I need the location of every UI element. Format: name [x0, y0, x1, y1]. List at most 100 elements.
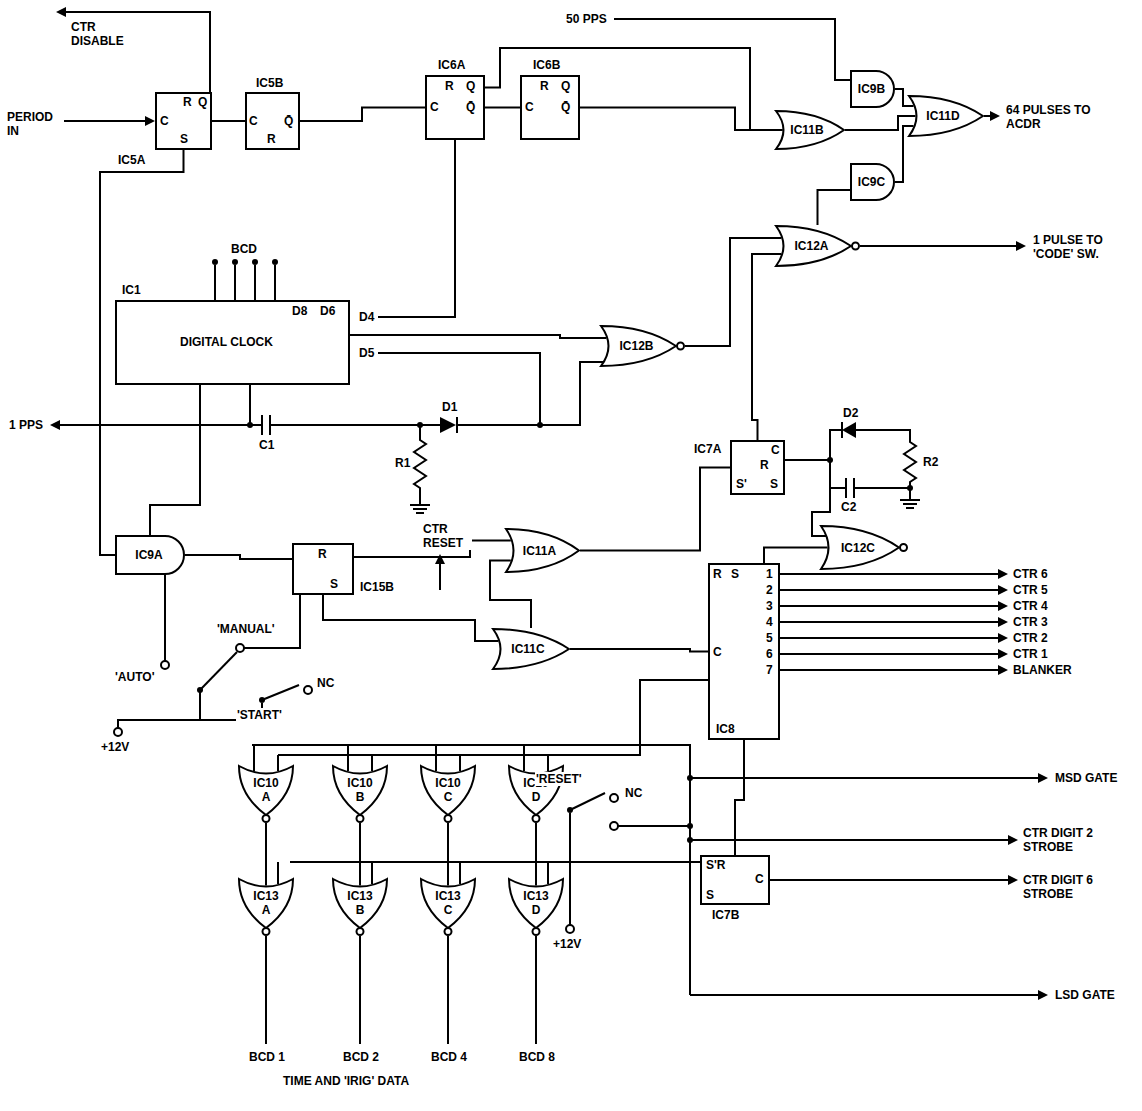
gate-label-box: IC13 A	[238, 886, 294, 920]
connector-line	[764, 548, 828, 564]
pin-label: DIGITAL CLOCK	[180, 335, 273, 349]
logic-gate: IC11B	[775, 110, 845, 150]
gate-name: IC9B	[858, 82, 885, 96]
arrowhead	[56, 7, 66, 17]
signal-label: C2	[840, 500, 857, 514]
switch-lever	[200, 652, 237, 690]
logic-gate: IC10 A	[238, 765, 294, 823]
wire	[439, 562, 441, 590]
pin-label: R	[183, 95, 192, 109]
wire	[770, 879, 1010, 881]
connector-line	[265, 823, 267, 886]
signal-label: CTR 1	[1012, 647, 1049, 661]
signal-label: R1	[394, 456, 411, 470]
pin-label: 6	[766, 647, 773, 661]
switch-pivot	[197, 687, 203, 693]
arrowhead	[998, 569, 1008, 579]
logic-gate: IC11D	[908, 95, 984, 137]
inversion-bubble	[263, 815, 270, 822]
signal-label: D1	[441, 400, 458, 414]
signal-label: BCD	[230, 242, 258, 256]
nor-gate-symbol	[239, 879, 293, 928]
signal-label: 1 PULSE TO 'CODE' SW.	[1032, 233, 1139, 261]
pin-label: D8	[292, 304, 307, 318]
gate-label-box: IC13 C	[420, 886, 476, 920]
wire	[690, 777, 1040, 779]
connector-line	[212, 120, 245, 122]
arrowhead	[1008, 835, 1018, 845]
gate-label-box: IC9B	[852, 70, 891, 108]
arrowhead	[1016, 241, 1026, 251]
pin-label: 4	[766, 615, 773, 629]
signal-label: BCD 8	[518, 1050, 556, 1064]
pin-label: S	[770, 477, 778, 491]
wire	[457, 362, 604, 433]
wire	[252, 745, 690, 995]
connector	[185, 555, 292, 559]
chip-name: IC6B	[533, 58, 560, 72]
connector-line	[818, 190, 851, 225]
diode-symbol	[440, 417, 456, 433]
or-gate-symbol	[909, 96, 983, 136]
wire	[785, 430, 842, 460]
gate-label-box: IC13 D	[508, 886, 564, 920]
gate-name: IC11D	[926, 109, 959, 123]
pin-label: 1	[766, 567, 773, 581]
inversion-bubble	[900, 544, 907, 551]
gate-label-box: IC12A	[781, 225, 842, 267]
connector	[752, 254, 781, 440]
signal-label: CTR DIGIT 6 STROBE	[1022, 873, 1134, 901]
signal-label: CTR 5	[1012, 583, 1049, 597]
chip-name: IC7A	[694, 442, 721, 456]
wire	[164, 575, 166, 661]
signal-label: BCD 2	[342, 1050, 380, 1064]
signal-label: R2	[922, 455, 939, 469]
gate-name: IC11B	[790, 123, 823, 137]
gate-name: IC12B	[619, 339, 653, 353]
connector	[818, 190, 851, 225]
or-gate-symbol	[776, 111, 844, 149]
connector-line	[752, 254, 781, 440]
signal-label: BLANKER	[1012, 663, 1073, 677]
connector-line	[359, 823, 361, 886]
signal-label: BCD 1	[248, 1050, 286, 1064]
nor-gate-symbol	[776, 226, 851, 266]
inversion-bubble	[445, 928, 452, 935]
signal-label: CTR 6	[1012, 567, 1049, 581]
connector-line	[100, 150, 184, 555]
switch-lever	[570, 793, 605, 810]
signal-label: +12V	[100, 740, 130, 754]
pin-label: 5	[766, 631, 773, 645]
nor-gate-symbol	[821, 526, 899, 569]
connector	[323, 595, 498, 641]
nor-gate-symbol	[421, 879, 475, 928]
pin-label: S	[180, 132, 188, 146]
pin-label: C	[249, 114, 258, 128]
connector-line	[350, 335, 606, 338]
arrowhead	[435, 554, 445, 564]
gate-label-box: IC13 B	[332, 886, 388, 920]
pin-label: R	[760, 458, 769, 472]
pin-label: S	[731, 567, 739, 581]
connector	[485, 48, 783, 130]
signal-label: CTR 2	[1012, 631, 1049, 645]
wire	[266, 936, 536, 1044]
pin-label: C	[713, 645, 722, 659]
signal-label: BCD 4	[430, 1050, 468, 1064]
pin-label: S'	[736, 477, 747, 491]
pin-label: R	[318, 547, 327, 561]
arrowhead	[990, 111, 1000, 121]
wire	[278, 862, 700, 884]
switch-contact	[610, 822, 618, 830]
connector-line	[485, 48, 783, 130]
connector	[764, 548, 828, 564]
signal-label: 50 PPS	[565, 12, 608, 26]
gate-label-box: IC10 A	[238, 773, 294, 807]
junction-dot	[827, 457, 833, 463]
connector	[100, 150, 184, 555]
terminal-dot	[252, 259, 258, 265]
arrowhead	[50, 420, 60, 430]
logic-gate: IC11A	[505, 528, 580, 573]
pin-label: D6	[320, 304, 335, 318]
